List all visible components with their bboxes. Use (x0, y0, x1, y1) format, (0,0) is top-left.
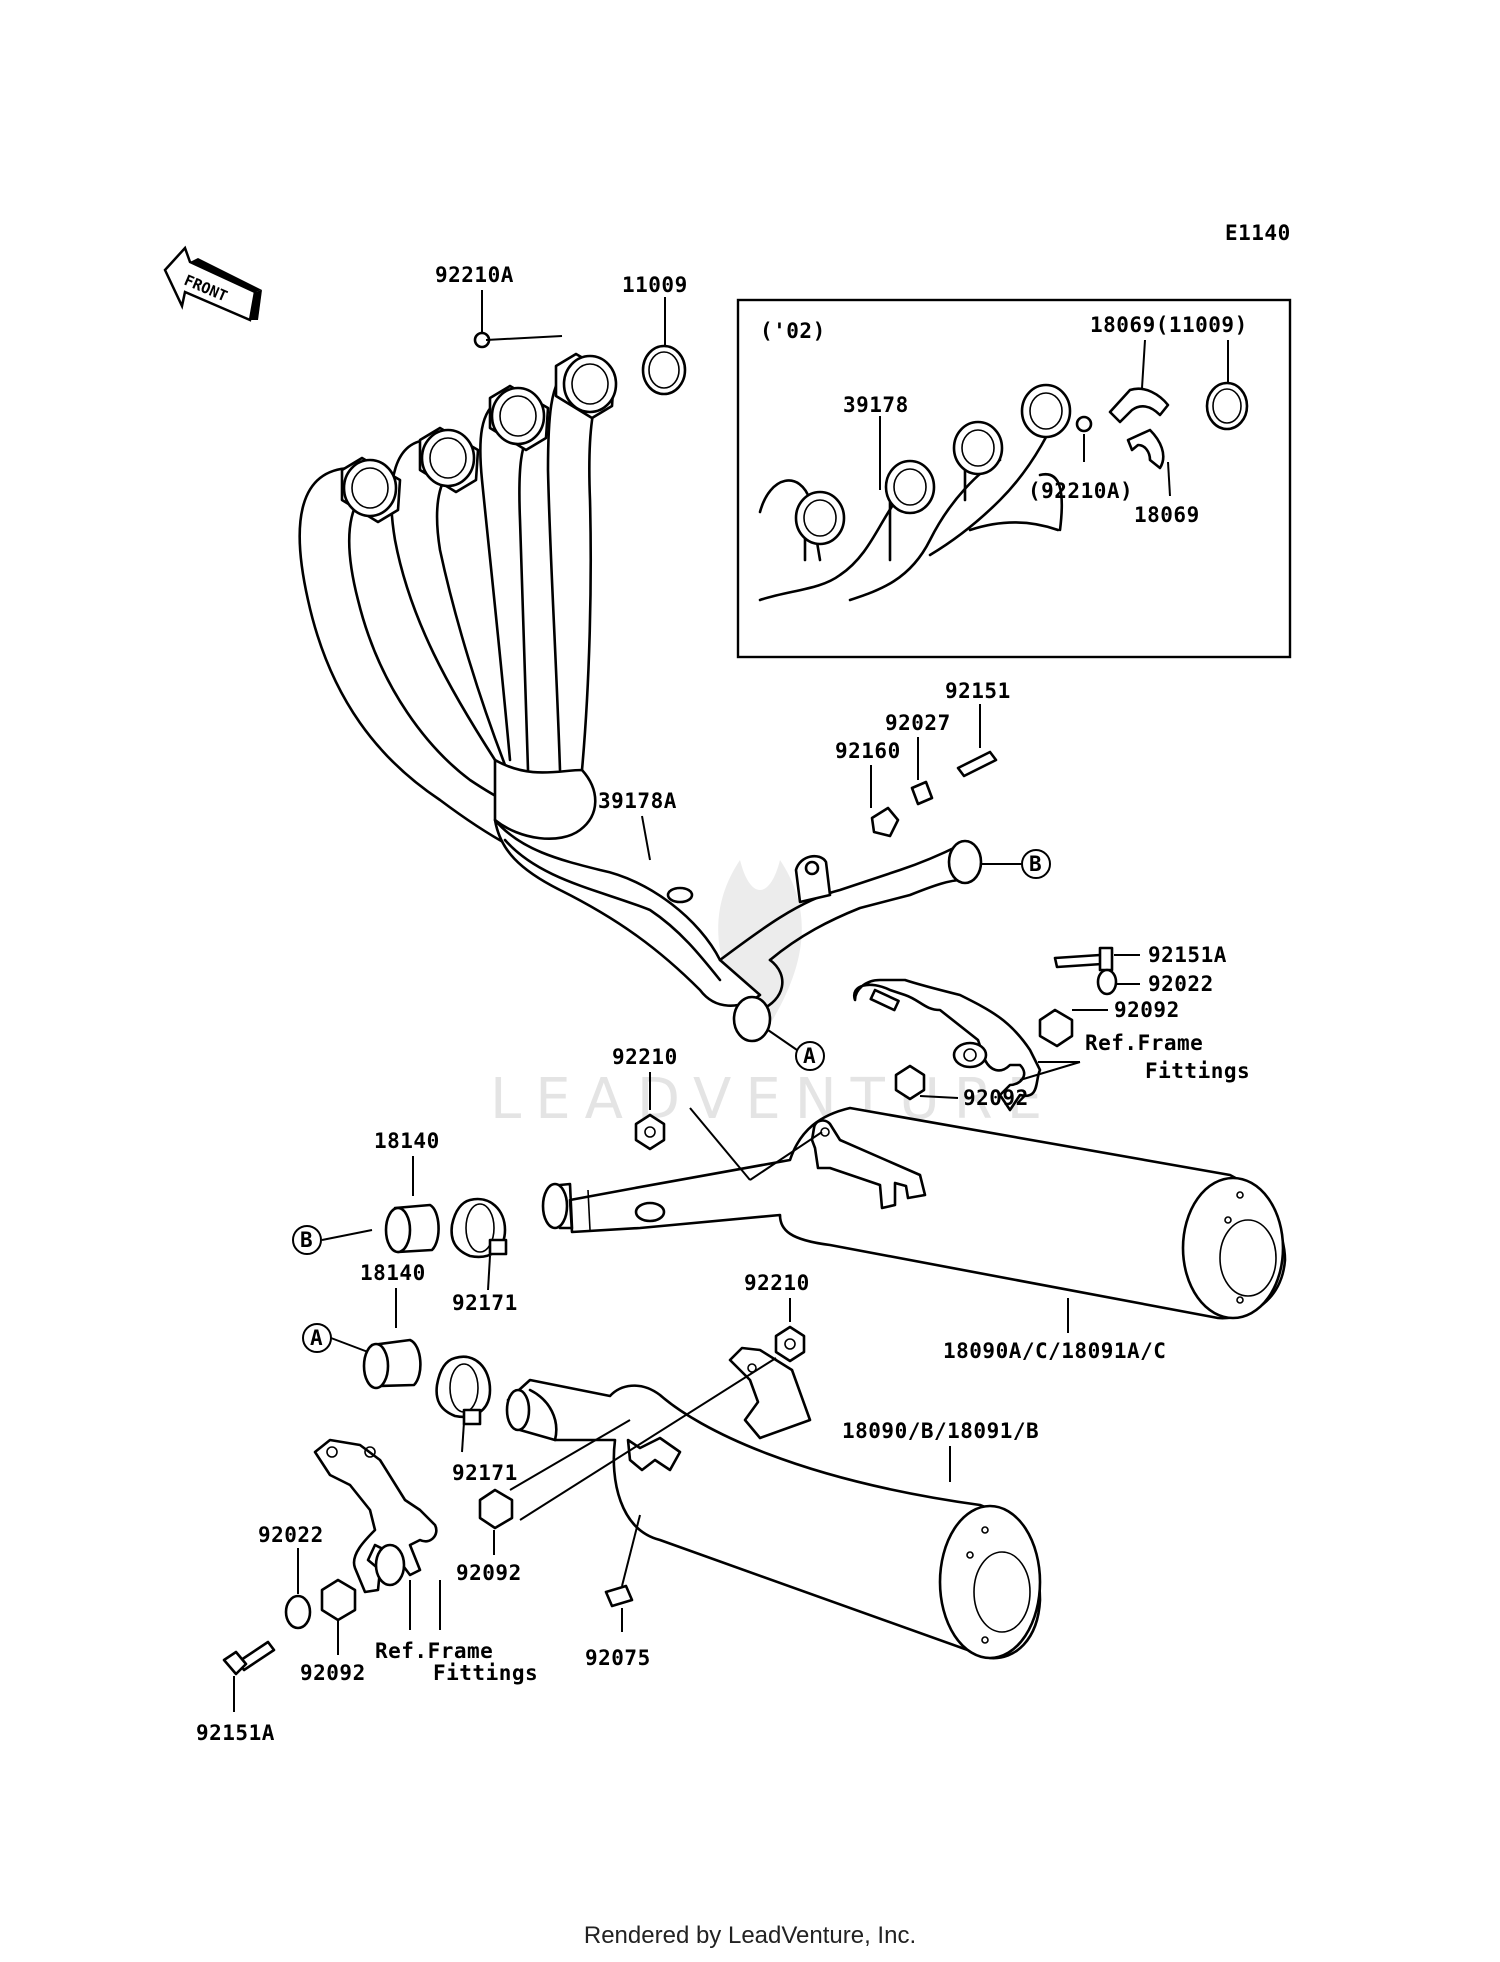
callout-92151A-r: 92151A (1148, 943, 1227, 967)
marker-b-top: B (1029, 852, 1042, 876)
callout-92027: 92027 (885, 711, 951, 735)
inset-clamp-lower-icon (1126, 428, 1165, 470)
marker-a-top: A (803, 1044, 816, 1068)
callout-18090B: 18090/B/18091/B (842, 1419, 1039, 1443)
callout-92092-r1: 92092 (1114, 998, 1180, 1022)
inset-box: ('02) 18069(11009) 39178 (92210A) 18069 (736, 298, 1292, 659)
footer-credit: Rendered by LeadVenture, Inc. (583, 1922, 917, 1949)
top-callouts: 92210A 11009 (435, 263, 688, 396)
grommet-92092-r1-icon (1038, 1008, 1074, 1048)
callout-92092-r2: 92092 (963, 1086, 1029, 1110)
left-bracket: 92092 92022 92092 Ref.Frame Fittings 921… (196, 1419, 631, 1745)
callout-92092-l2: 92092 (300, 1661, 366, 1685)
callout-92210-b: 92210 (744, 1271, 810, 1295)
washer-92022-r-icon (1096, 968, 1118, 996)
grommet-92160-icon (870, 806, 900, 838)
inset-year-label: ('02) (760, 319, 826, 343)
callout-18069-11009: 18069(11009) (1090, 313, 1248, 337)
callout-92075: 92075 (585, 1646, 651, 1670)
callout-39178A: 39178A (598, 789, 677, 813)
callout-ref-frame-r1: Ref.Frame (1085, 1031, 1203, 1055)
grommet-92092-r2-icon (894, 1064, 926, 1101)
callout-18069: 18069 (1134, 503, 1200, 527)
header-flanges (340, 352, 618, 524)
callout-92151A-l: 92151A (196, 1721, 275, 1745)
muffler-upper-18090A: 92210 18090A/C/18091A/C (541, 1045, 1287, 1363)
watermark-text: LEADVENTURE (490, 1067, 1056, 1132)
callout-92171-b: 92171 (452, 1461, 518, 1485)
callout-ref-frame-l1: Ref.Frame (375, 1639, 493, 1663)
callout-92171-a: 92171 (452, 1291, 518, 1315)
callout-18140-a: 18140 (374, 1129, 440, 1153)
exhaust-header-39178A (298, 352, 983, 1043)
grommet-92092-l1-icon (478, 1488, 514, 1530)
callout-92160: 92160 (835, 739, 901, 763)
callout-92210-a: 92210 (612, 1045, 678, 1069)
callout-92092-l1: 92092 (456, 1561, 522, 1585)
marker-a-bottom: A (310, 1326, 323, 1350)
washer-92022-l-icon (284, 1594, 312, 1630)
diagram-code: E1140 (1225, 221, 1291, 245)
nut-92210-a-icon (634, 1113, 666, 1151)
sleeve-clamp-lower: 18140 A 92171 (302, 1261, 518, 1485)
connector-markers-top: B A (767, 849, 1051, 1071)
collar-92027-icon (910, 780, 934, 806)
right-bracket: 92151A 92022 92092 Ref.Frame Fittings 92… (852, 943, 1250, 1112)
callout-92210A-paren: (92210A) (1028, 479, 1133, 503)
callout-92210A: 92210A (435, 263, 514, 287)
nut-92210-b-icon (774, 1325, 806, 1363)
bolt-92151A-r-icon (1053, 953, 1104, 969)
callout-92151: 92151 (945, 679, 1011, 703)
grommet-92092-l2-icon (320, 1578, 357, 1622)
front-arrow-icon: FRONT (163, 245, 262, 322)
callout-18140-b: 18140 (360, 1261, 426, 1285)
inset-nut-icon (1075, 415, 1093, 433)
inset-clamp-upper-icon (1108, 387, 1170, 424)
muffler-lower-18090: 92210 18090/B/18091/B 92075 (505, 1271, 1042, 1670)
callout-92022-r: 92022 (1148, 972, 1214, 996)
callout-ref-frame-r2: Fittings (1145, 1059, 1250, 1083)
callout-92022-l: 92022 (258, 1523, 324, 1547)
callout-18090A: 18090A/C/18091A/C (943, 1339, 1166, 1363)
bolt-92151-icon (956, 750, 998, 778)
callout-11009: 11009 (622, 273, 688, 297)
callout-39178: 39178 (843, 393, 909, 417)
hanger-parts-upper: 92151 92027 92160 39178A (598, 679, 1011, 861)
marker-b-bottom: B (300, 1228, 313, 1252)
rubber-92075-icon (604, 1584, 634, 1608)
clamp-92171-b-icon (435, 1355, 492, 1419)
callout-ref-frame-l2: Fittings (433, 1661, 538, 1685)
sleeve-clamp-upper: 18140 92171 B (292, 1129, 518, 1315)
